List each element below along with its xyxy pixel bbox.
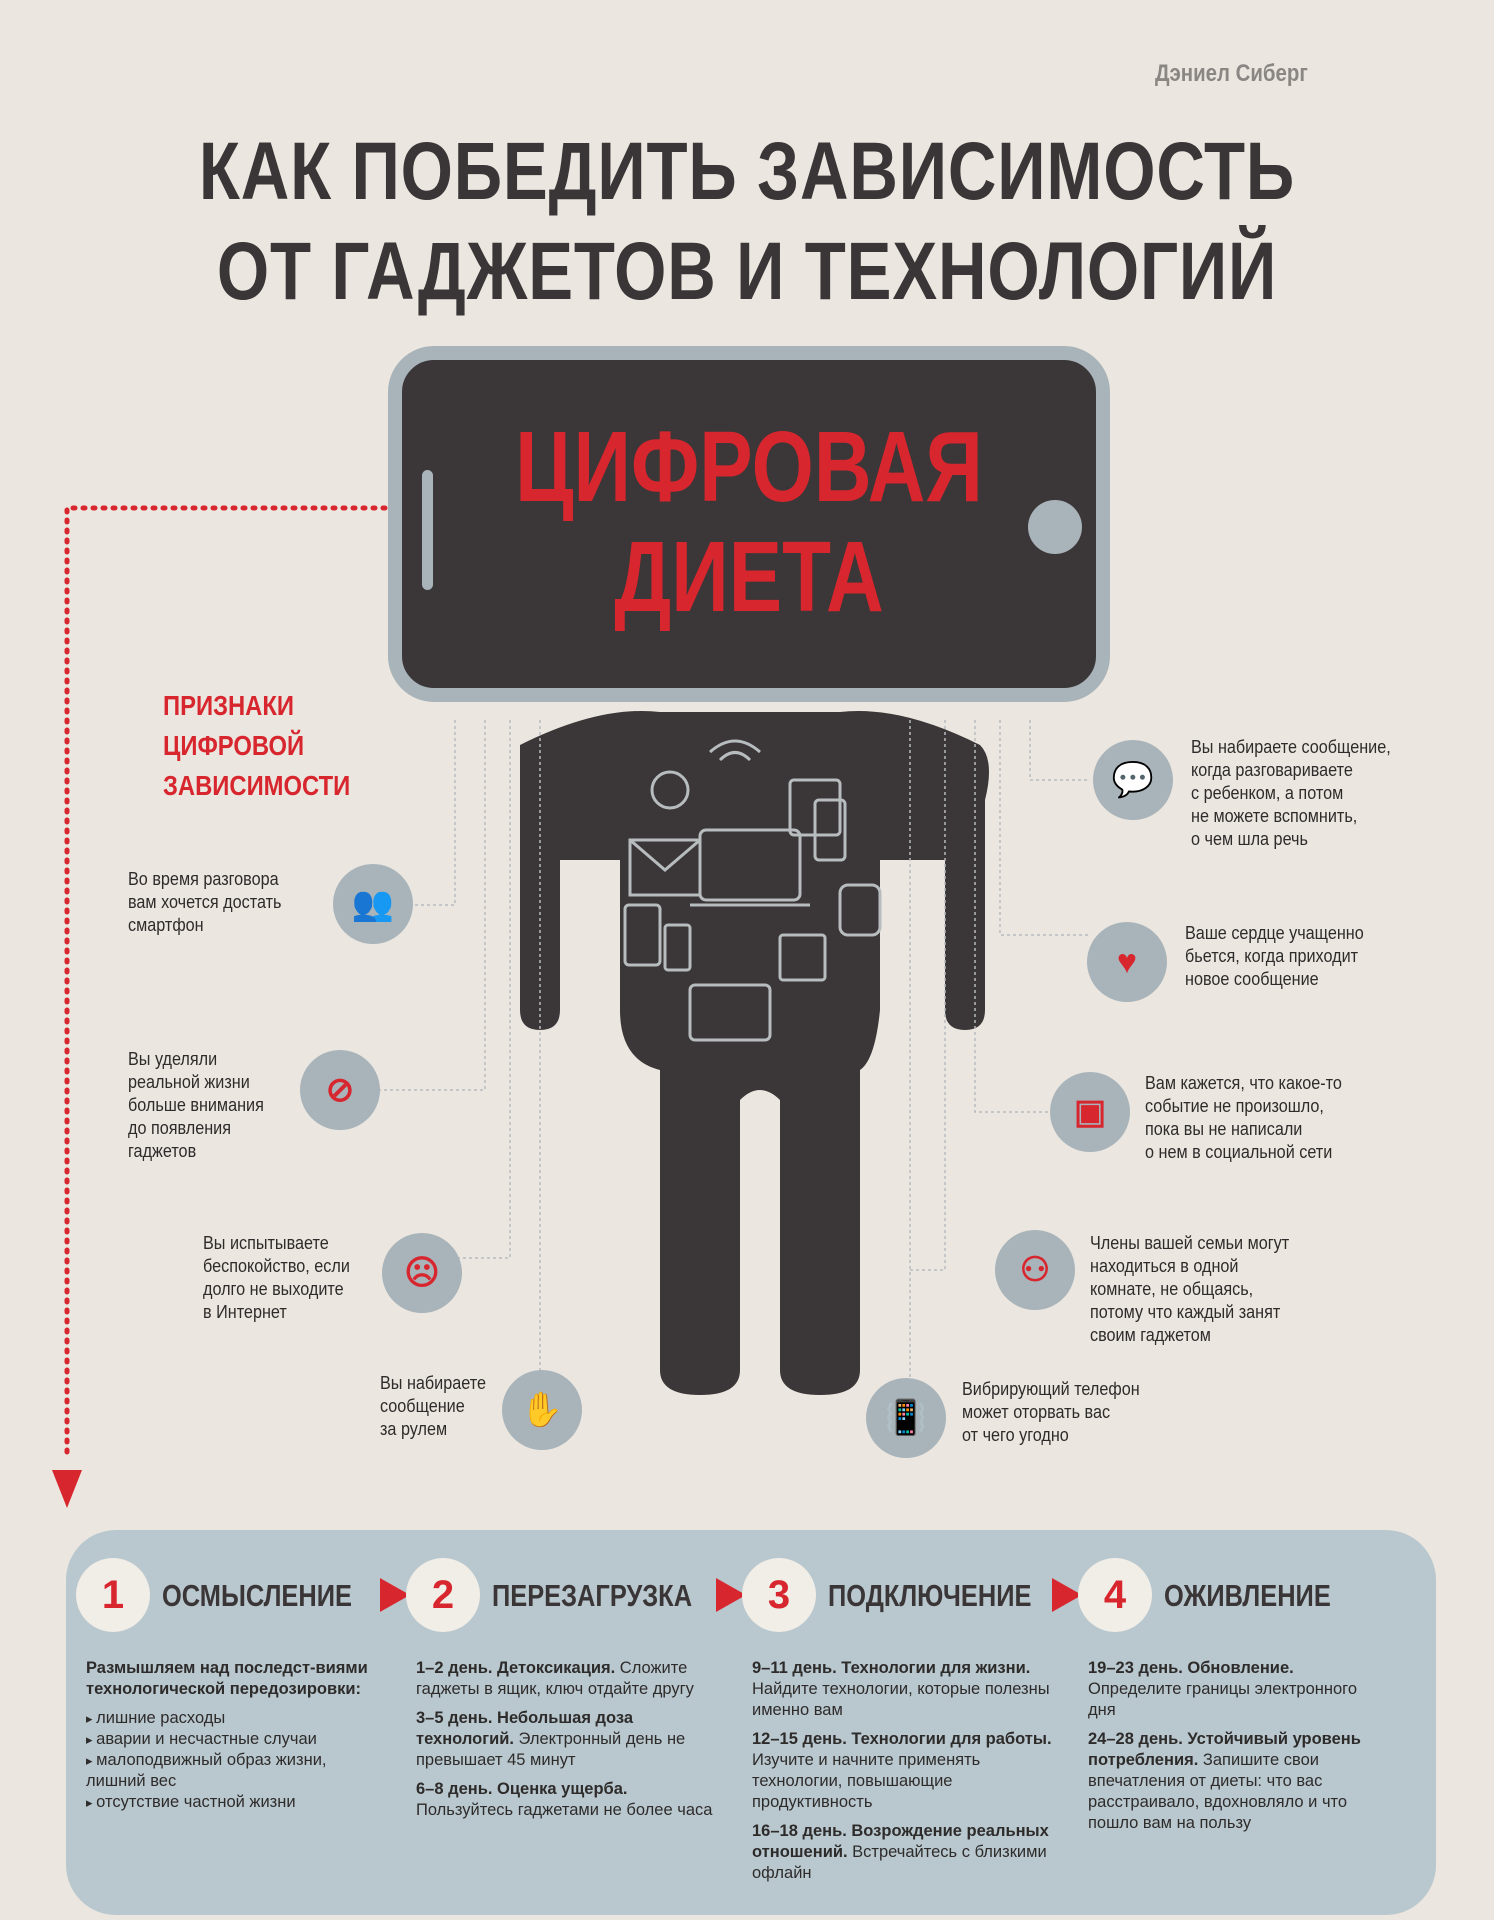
entry-head: 16–18 день. Возрождение реальных отношен…	[752, 1822, 1049, 1861]
sign-text: Вибрирующий телефон может оторвать вас о…	[962, 1379, 1140, 1445]
step-entry: 16–18 день. Возрождение реальных отношен…	[752, 1821, 1052, 1884]
phone-home-button	[1028, 500, 1082, 554]
title-line-1: КАК ПОБЕДИТЬ ЗАВИСИМОСТЬ	[198, 126, 1296, 217]
entry-head: 24–28 день. Устойчивый уровень потреблен…	[1088, 1730, 1361, 1769]
step-bullet: отсутствие частной жизни	[86, 1792, 386, 1813]
signs-heading-line: ЗАВИСИМОСТИ	[163, 770, 351, 801]
entry-body: Определите границы электронного дня	[1088, 1680, 1357, 1719]
step-name: ПЕРЕЗАГРУЗКА	[492, 1578, 693, 1613]
step-name: ОЖИВЛЕНИЕ	[1164, 1578, 1331, 1613]
arrow-right-icon	[1052, 1578, 1082, 1612]
vibrating-phone-icon: 📳	[866, 1378, 946, 1458]
signs-heading: ПРИЗНАКИ ЦИФРОВОЙ ЗАВИСИМОСТИ	[163, 686, 350, 806]
step-entry: 9–11 день. Технологии для жизни. Найдите…	[752, 1658, 1052, 1721]
entry-body: Запишите свои впечатления от диеты: что …	[1088, 1751, 1348, 1832]
step-body: Размышляем над последст-виями технологич…	[86, 1658, 386, 1813]
entry-head: 19–23 день. Обновление.	[1088, 1659, 1294, 1677]
step-entry: 6–8 день. Оценка ущерба. Пользуйтесь гад…	[416, 1779, 716, 1821]
entry-body: Сложите гаджеты в ящик, ключ отдайте дру…	[416, 1659, 694, 1698]
signs-heading-line: ПРИЗНАКИ	[163, 690, 295, 721]
parent-child-icon: 💬	[1093, 740, 1173, 820]
phone-title-line-1: ЦИФРОВАЯ	[515, 411, 983, 523]
step-name: ОСМЫСЛЕНИЕ	[162, 1578, 352, 1613]
step-body: 19–23 день. Обновление. Определите грани…	[1088, 1658, 1388, 1842]
arrow-down-icon	[52, 1470, 82, 1508]
entry-body: Электронный день не превышает 45 минут	[416, 1730, 686, 1769]
texting-while-driving-icon: ✋	[502, 1370, 582, 1450]
sign-text: Вы набираете сообщение, когда разговарив…	[1191, 737, 1391, 849]
step-number: 1	[76, 1558, 150, 1632]
connector-lines	[370, 720, 1090, 1390]
step-number: 2	[406, 1558, 480, 1632]
entry-body: Пользуйтесь гаджетами не более часа	[416, 1801, 713, 1819]
step-entry: 12–15 день. Технологии для работы. Изучи…	[752, 1729, 1052, 1813]
tablet-photo-icon: ▣	[1050, 1072, 1130, 1152]
phone-side-button	[422, 470, 433, 590]
phone-head: ЦИФРОВАЯ ДИЕТА	[388, 346, 1110, 702]
step-bullet: лишние расходы	[86, 1708, 386, 1729]
sign-text: Вы уделяли реальной жизни больше внимани…	[128, 1049, 264, 1161]
family-gadgets-icon: ⚇	[995, 1230, 1075, 1310]
two-people-talking-icon: 👥	[333, 864, 413, 944]
heart-message-icon: ♥	[1087, 922, 1167, 1002]
sign-text: Вы испытываете беспокойство, если долго …	[203, 1233, 350, 1322]
sign-text: Члены вашей семьи могут находиться в одн…	[1090, 1233, 1290, 1345]
entry-head: 12–15 день. Технологии для работы.	[752, 1730, 1052, 1748]
step-bullet: аварии и несчастные случаи	[86, 1729, 386, 1750]
step-number: 4	[1078, 1558, 1152, 1632]
step-entry: 1–2 день. Детоксикация. Сложите гаджеты …	[416, 1658, 716, 1700]
sign-text: Во время разговора вам хочется достать с…	[128, 869, 282, 935]
entry-body: Изучите и начните применять технологии, …	[752, 1751, 981, 1811]
signs-heading-line: ЦИФРОВОЙ	[163, 730, 305, 761]
device-icons	[623, 739, 882, 1042]
dotted-arrow-line	[64, 505, 388, 1463]
sign-text: Вам кажется, что какое-то событие не про…	[1145, 1073, 1342, 1162]
arrow-right-icon	[716, 1578, 746, 1612]
step-bullet: малоподвижный образ жизни, лишний вес	[86, 1750, 386, 1792]
arrow-right-icon	[380, 1578, 410, 1612]
step-intro: Размышляем над последст-виями технологич…	[86, 1659, 368, 1698]
entry-body: Встречайтесь с близкими офлайн	[752, 1843, 1047, 1882]
step-name: ПОДКЛЮЧЕНИЕ	[828, 1578, 1032, 1613]
step-entry: 3–5 день. Небольшая доза технологий. Эле…	[416, 1708, 716, 1771]
no-internet-sad-icon: ☹	[382, 1233, 462, 1313]
step-number: 3	[742, 1558, 816, 1632]
entry-head: 6–8 день. Оценка ущерба.	[416, 1780, 628, 1798]
title-line-2: ОТ ГАДЖЕТОВ И ТЕХНОЛОГИЙ	[216, 226, 1278, 317]
sign-text: Вы набираете сообщение за рулем	[380, 1373, 486, 1439]
phone-title-line-2: ДИЕТА	[614, 521, 884, 633]
entry-head: 1–2 день. Детоксикация.	[416, 1659, 616, 1677]
entry-head: 3–5 день. Небольшая доза технологий.	[416, 1709, 634, 1748]
steps-panel: 1 ОСМЫСЛЕНИЕ Размышляем над последст-виями…	[66, 1530, 1436, 1915]
person-silhouette	[520, 710, 989, 1395]
step-entry: 24–28 день. Устойчивый уровень потреблен…	[1088, 1729, 1388, 1834]
sign-text: Ваше сердце учащенно бьется, когда прихо…	[1185, 923, 1364, 989]
author-name: Дэниел Сиберг	[1155, 60, 1308, 87]
step-body: 9–11 день. Технологии для жизни. Найдите…	[752, 1658, 1052, 1892]
step-body: 1–2 день. Детоксикация. Сложите гаджеты …	[416, 1658, 716, 1829]
entry-body: Найдите технологии, которые полезны имен…	[752, 1680, 1050, 1719]
people-no-gadgets-icon: ⊘	[300, 1050, 380, 1130]
step-entry: 19–23 день. Обновление. Определите грани…	[1088, 1658, 1388, 1721]
entry-head: 9–11 день. Технологии для жизни.	[752, 1659, 1031, 1677]
